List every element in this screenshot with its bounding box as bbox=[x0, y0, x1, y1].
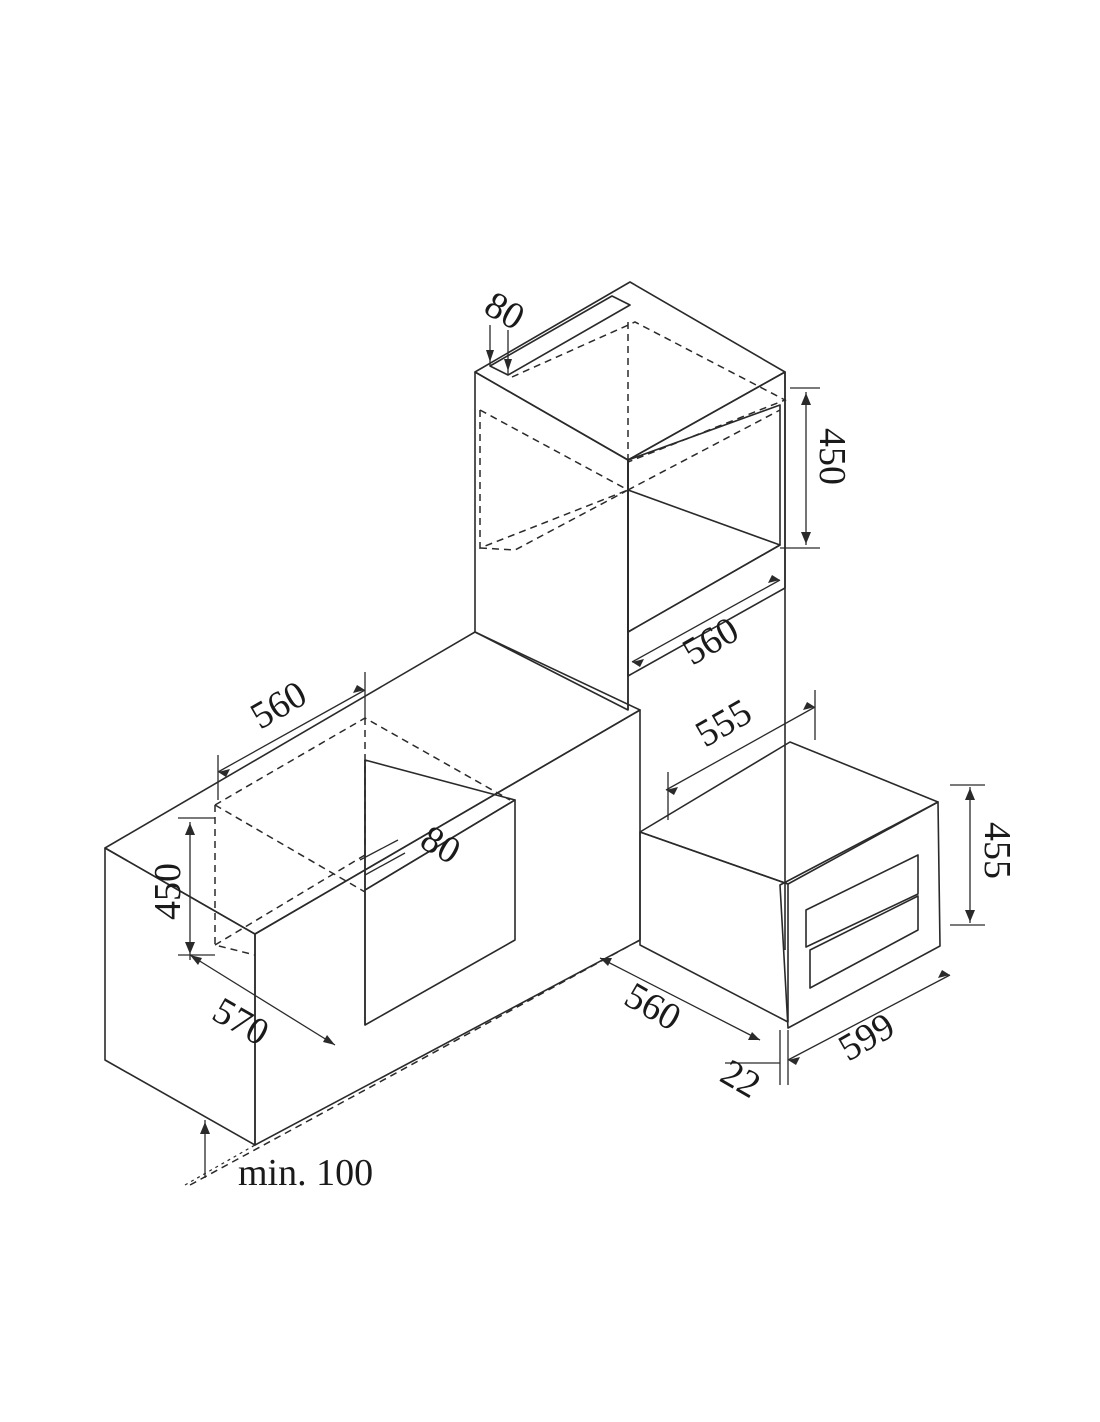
dim-oven-height: 455 bbox=[976, 822, 1018, 879]
dim-plinth: min. 100 bbox=[238, 1152, 373, 1194]
tall-top-notch bbox=[489, 295, 631, 376]
oven-top-face bbox=[639, 741, 939, 885]
dim-oven-front-depth: 22 bbox=[714, 1051, 768, 1106]
dimension-lines bbox=[178, 325, 985, 1186]
dim-base-width: 560 bbox=[244, 673, 314, 738]
dim-oven-width: 555 bbox=[689, 691, 759, 756]
base-top-face bbox=[104, 631, 641, 935]
base-front-face bbox=[254, 709, 641, 1146]
dim-base-depth: 570 bbox=[206, 989, 276, 1054]
dim-tall-height: 450 bbox=[811, 428, 853, 485]
dim-oven-depth: 560 bbox=[618, 974, 688, 1039]
oven-front-panel bbox=[779, 801, 941, 1029]
arrowheads bbox=[185, 350, 975, 1134]
dim-tall-top-gap: 80 bbox=[478, 283, 532, 338]
tall-recess-inner-wall bbox=[627, 489, 781, 633]
dim-tall-width: 560 bbox=[676, 609, 746, 674]
dim-base-height: 450 bbox=[147, 863, 189, 920]
oven-appliance bbox=[639, 741, 941, 1029]
oven-door-window bbox=[809, 895, 919, 989]
dim-oven-front-width: 599 bbox=[832, 1005, 902, 1070]
dim-base-gap: 80 bbox=[414, 817, 468, 872]
tall-cabinet bbox=[474, 281, 786, 950]
oven-control-strip bbox=[805, 854, 919, 948]
tall-recess-ceiling bbox=[627, 404, 781, 633]
hidden-edges bbox=[189, 321, 787, 1186]
